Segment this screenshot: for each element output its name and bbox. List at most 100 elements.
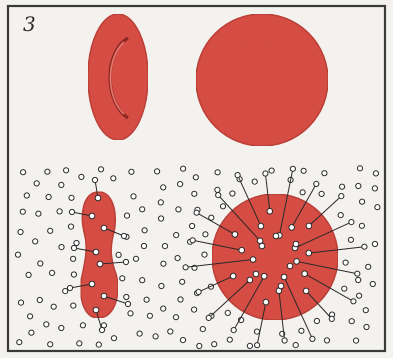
particle	[147, 313, 152, 318]
particle	[57, 209, 62, 214]
particle	[299, 328, 304, 333]
particle	[263, 171, 268, 176]
particle	[370, 281, 375, 286]
particle	[64, 168, 69, 173]
particle	[252, 179, 257, 184]
particle	[180, 279, 185, 284]
particle	[302, 271, 308, 277]
particle	[293, 241, 299, 247]
spherocyte	[196, 14, 328, 146]
particle	[99, 327, 104, 332]
particle	[98, 167, 103, 172]
particle	[26, 272, 31, 277]
particle	[373, 171, 378, 176]
particle	[161, 306, 166, 311]
particle	[159, 216, 164, 221]
particle	[357, 166, 362, 171]
particle	[17, 340, 22, 345]
particle	[281, 274, 287, 280]
particle	[216, 193, 221, 198]
particle	[59, 245, 64, 250]
particle	[340, 184, 345, 189]
particle	[33, 239, 38, 244]
particle	[120, 276, 125, 281]
particle	[349, 220, 354, 225]
particle	[348, 237, 353, 242]
particle	[89, 281, 95, 287]
particle	[230, 191, 235, 196]
particle	[153, 334, 158, 339]
particle	[231, 328, 236, 333]
particle	[137, 331, 142, 336]
particle	[50, 270, 55, 275]
particle	[59, 182, 64, 187]
particle	[173, 315, 178, 320]
particle	[71, 256, 76, 261]
particle	[372, 186, 377, 191]
particle	[230, 273, 236, 279]
particle	[357, 293, 362, 298]
particle	[324, 338, 329, 343]
particle	[273, 233, 279, 239]
particle	[301, 168, 306, 173]
particle	[227, 337, 232, 342]
particle	[329, 316, 334, 321]
particle	[24, 193, 29, 198]
particle	[95, 195, 101, 201]
particle	[178, 182, 183, 187]
particle	[351, 299, 356, 304]
particle	[220, 204, 225, 209]
particle	[306, 250, 312, 256]
particle	[212, 342, 217, 347]
particle	[38, 261, 43, 266]
particle	[111, 176, 116, 181]
particle	[71, 272, 76, 277]
particle	[192, 307, 197, 312]
particle	[215, 187, 220, 192]
particle	[59, 325, 64, 330]
particle	[359, 223, 364, 228]
particle	[343, 260, 348, 265]
particle	[261, 273, 267, 279]
particle	[269, 168, 274, 173]
particle	[375, 205, 380, 210]
particle	[306, 223, 312, 229]
particle	[111, 336, 116, 341]
discocyte-side-view	[88, 14, 148, 140]
particle	[255, 343, 260, 348]
particle	[290, 166, 295, 171]
particle	[77, 341, 82, 346]
particle	[253, 271, 259, 277]
particle	[15, 252, 20, 257]
particle	[314, 181, 319, 186]
particle	[303, 288, 309, 294]
particle	[63, 289, 68, 294]
particle	[69, 209, 74, 214]
particle	[144, 297, 149, 302]
particle	[51, 304, 56, 309]
particle	[181, 166, 186, 171]
particle	[46, 194, 51, 199]
particle	[92, 177, 97, 182]
particle	[20, 209, 25, 214]
particle	[159, 283, 164, 288]
particle	[349, 319, 354, 324]
particle	[342, 286, 347, 291]
particle	[48, 342, 53, 347]
particle	[176, 207, 181, 212]
particle	[263, 299, 269, 305]
particle	[354, 338, 359, 343]
particle	[68, 224, 73, 229]
particle	[128, 311, 133, 316]
particle	[294, 259, 300, 265]
particle	[174, 233, 179, 238]
particle	[197, 343, 202, 348]
particle	[338, 213, 343, 218]
round-cell-with-attached-particles	[212, 194, 338, 320]
particle	[196, 289, 201, 294]
particle	[190, 223, 195, 228]
particle	[161, 261, 166, 266]
particle	[123, 259, 128, 264]
particle	[293, 343, 298, 348]
